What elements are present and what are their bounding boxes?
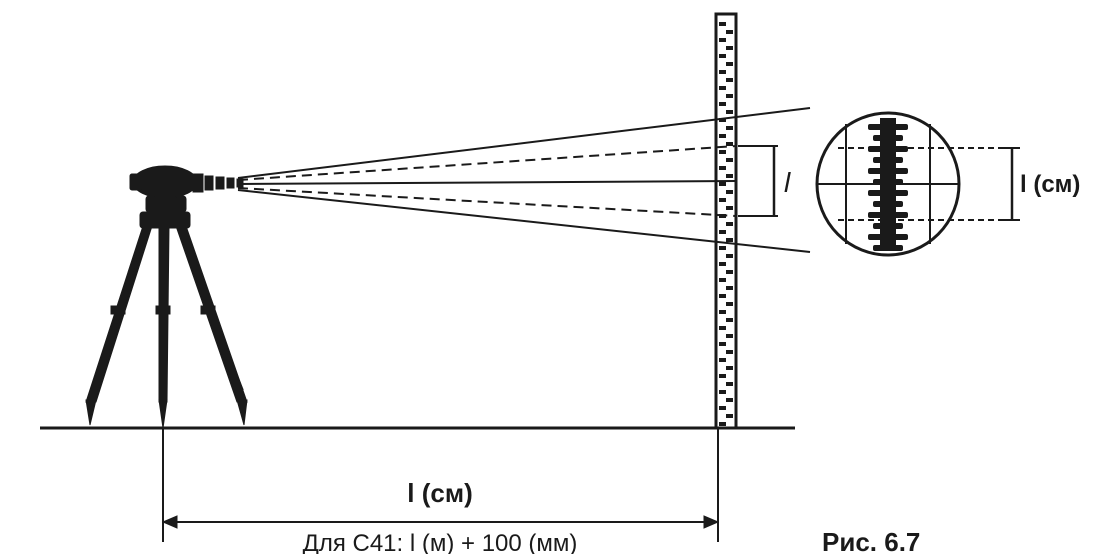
distance-formula-label: Для С41: l (м) + 100 (мм) (303, 530, 578, 554)
rod-tick (719, 294, 726, 298)
rod-tick (719, 102, 726, 106)
rod-tick (719, 86, 726, 90)
reticle-interval-bracket (1004, 147, 1020, 221)
rod-tick (726, 190, 733, 194)
rod-tick (726, 398, 733, 402)
rod-tick (726, 174, 733, 178)
reticle-circle (815, 111, 961, 257)
leveling-rod (714, 12, 738, 430)
level-instrument (129, 165, 244, 213)
rod-tick (726, 318, 733, 322)
rod-interval-bracket (738, 145, 778, 217)
rod-tick (719, 118, 726, 122)
rod-interval-label: l (784, 167, 791, 198)
rod-tick (726, 270, 733, 274)
rod-tick (726, 334, 733, 338)
rod-tick (719, 134, 726, 138)
rod-tick (726, 254, 733, 258)
distance-dimension (161, 428, 720, 542)
distance-label: l (см) (407, 478, 472, 508)
telescope-objective (192, 173, 204, 193)
rod-tick (719, 198, 726, 202)
line-of-sight-center (237, 180, 737, 185)
rod-tick (726, 158, 733, 162)
rod-tick (719, 262, 726, 266)
rod-tick (719, 358, 726, 362)
rod-tick (719, 342, 726, 346)
rod-tick (726, 366, 733, 370)
reticle-rod-mark (868, 168, 908, 174)
rod-tick (726, 414, 733, 418)
rod-tick (726, 350, 733, 354)
reticle-rod-mark (873, 245, 903, 251)
reticle-interval-label: l (см) (1020, 171, 1080, 198)
reticle-view (815, 111, 1012, 257)
rod-tick (719, 182, 726, 186)
rod-tick (719, 326, 726, 330)
rod-tick (719, 166, 726, 170)
rod-tick (726, 30, 733, 34)
reticle-rod-mark (873, 201, 903, 207)
instrument-body (132, 165, 198, 199)
rod-tick (726, 238, 733, 242)
figure-caption: Рис. 6.7 (822, 527, 920, 554)
rod-tick (719, 406, 726, 410)
rod-tick (726, 78, 733, 82)
rod-tick (719, 54, 726, 58)
reticle-rod-mark (868, 190, 908, 196)
rod-tick (719, 214, 726, 218)
reticle-rod-mark (868, 234, 908, 240)
rod-tick (719, 230, 726, 234)
rod-tick (719, 246, 726, 250)
reticle-rod-mark (868, 124, 908, 130)
rod-tick (726, 46, 733, 50)
rod-tick (726, 94, 733, 98)
rod-tick (719, 278, 726, 282)
rod-tick (726, 126, 733, 130)
rod-tick (726, 222, 733, 226)
rod-body (714, 12, 738, 430)
telescope-eyepiece (129, 173, 143, 191)
rod-tick (719, 150, 726, 154)
rod-tick (726, 286, 733, 290)
rod-tick (719, 70, 726, 74)
reticle-rod-mark (873, 223, 903, 229)
rod-tick (719, 310, 726, 314)
reticle-rod-mark (873, 135, 903, 141)
rod-tick (719, 390, 726, 394)
rod-tick (726, 382, 733, 386)
reticle-rod-mark (873, 157, 903, 163)
rod-tick (726, 62, 733, 66)
rod-tick (719, 374, 726, 378)
tripod (85, 211, 248, 429)
rod-tick (719, 422, 726, 426)
rod-tick (726, 206, 733, 210)
rod-tick (726, 302, 733, 306)
rod-tick (726, 110, 733, 114)
rod-tick (719, 22, 726, 26)
stadia-line-upper (237, 145, 737, 181)
rod-tick (726, 142, 733, 146)
reticle-rod-mark (868, 212, 908, 218)
stadia-line-lower (237, 187, 737, 217)
rod-graduation (719, 22, 733, 426)
rod-tick (719, 38, 726, 42)
